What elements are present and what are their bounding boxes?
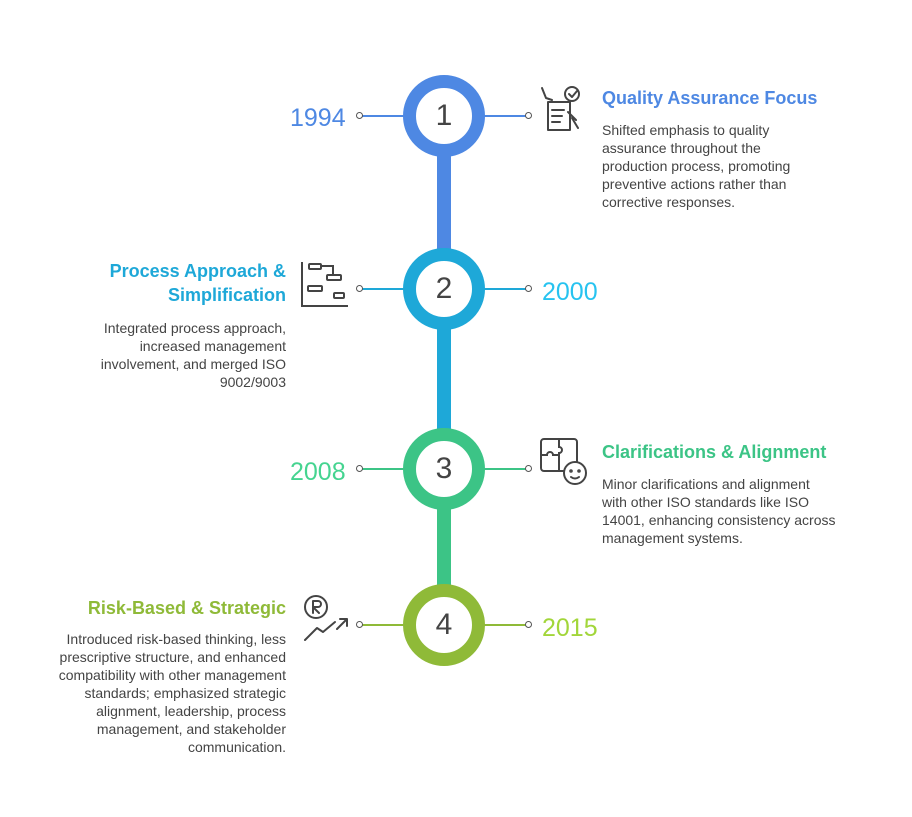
milestone-description: Minor clarifications and alignment with … xyxy=(602,476,836,546)
line-left xyxy=(362,624,412,626)
line-left xyxy=(362,115,412,117)
line-right xyxy=(476,288,526,290)
milestone-number: 4 xyxy=(435,608,453,641)
risk-growth-icon xyxy=(304,595,348,641)
year-label: 1994 xyxy=(290,104,346,132)
line-left xyxy=(362,468,412,470)
line-left xyxy=(362,288,412,290)
quality-checklist-icon xyxy=(541,86,580,131)
milestone-description: Integrated process approach, increased m… xyxy=(100,320,286,390)
line-end-dot xyxy=(356,112,363,119)
connector-2-3 xyxy=(437,325,451,430)
milestone-title: Clarifications & Alignment xyxy=(602,442,827,462)
year-label: 2015 xyxy=(542,614,598,642)
milestone-description: Shifted emphasis to quality assurance th… xyxy=(602,122,791,210)
line-right xyxy=(476,468,526,470)
line-right xyxy=(476,624,526,626)
year-label: 2000 xyxy=(542,278,598,306)
gantt-chart-icon xyxy=(301,262,348,307)
connector-3-4 xyxy=(437,505,451,585)
line-end-dot xyxy=(356,285,363,292)
milestone-title: Quality Assurance Focus xyxy=(602,88,818,108)
milestone-number: 2 xyxy=(435,272,453,305)
line-end-dot xyxy=(356,621,363,628)
milestone-title: Risk-Based & Strategic xyxy=(87,598,286,618)
line-end-dot xyxy=(525,112,532,119)
milestone-2-circle: 2 xyxy=(403,248,485,330)
milestone-1-circle: 1 xyxy=(403,75,485,157)
line-end-dot xyxy=(525,285,532,292)
puzzle-smile-icon xyxy=(540,438,587,485)
line-end-dot xyxy=(356,465,363,472)
milestone-number: 3 xyxy=(435,452,453,485)
milestone-3-circle: 3 xyxy=(403,428,485,510)
connector-1-2 xyxy=(437,150,451,250)
milestone-number: 1 xyxy=(435,99,453,132)
year-label: 2008 xyxy=(290,458,346,486)
line-end-dot xyxy=(525,621,532,628)
milestone-title: Process Approach & Simplification xyxy=(109,261,286,305)
milestone-description: Introduced risk-based thinking, less pre… xyxy=(58,631,286,755)
milestone-4-circle: 4 xyxy=(403,584,485,666)
line-end-dot xyxy=(525,465,532,472)
line-right xyxy=(476,115,526,117)
